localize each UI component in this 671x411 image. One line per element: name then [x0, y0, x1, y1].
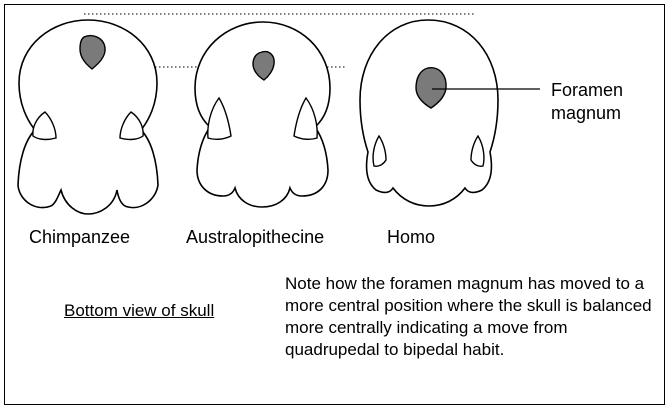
homo-skull: [360, 20, 540, 206]
chimpanzee-label: Chimpanzee: [29, 227, 130, 247]
australopithecine-skull: [195, 22, 330, 207]
australopithecine-label: Australopithecine: [186, 227, 324, 247]
note-text: Note how the foramen magnum has moved to…: [285, 273, 655, 361]
chimpanzee-skull: [18, 20, 158, 214]
foramen-magnum-label: Foramen magnum: [551, 79, 661, 125]
homo-label: Homo: [387, 227, 435, 247]
caption-bottom-view: Bottom view of skull: [64, 301, 214, 321]
